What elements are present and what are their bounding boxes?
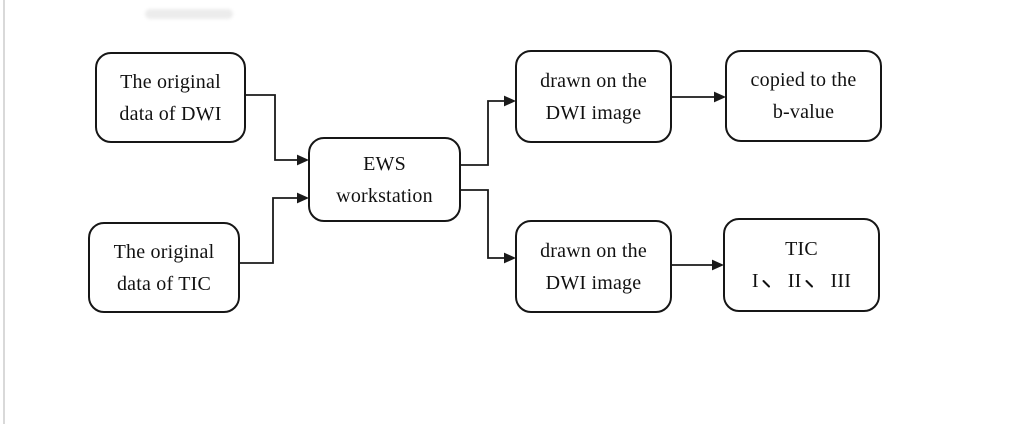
node-copied-to-b-value: copied to the b-value (725, 50, 882, 142)
ideographic-comma-icon (762, 280, 770, 288)
node-label-line: data of TIC (116, 272, 212, 295)
node-label-line: drawn on the (540, 239, 647, 262)
node-label-line: DWI image (545, 101, 642, 124)
node-label-line: I II III (752, 265, 851, 297)
node-label-line: TIC (785, 238, 818, 260)
node-drawn-on-dwi-top: drawn on the DWI image (515, 50, 672, 143)
node-ews-workstation: EWS workstation (308, 137, 461, 222)
node-tic-curves: TIC I II III (723, 218, 880, 312)
connector-ews-to-drawn-bottom (460, 189, 516, 264)
tic-type-3: III (831, 265, 852, 297)
node-label-line: DWI image (545, 271, 642, 294)
node-label-line: The original (120, 70, 221, 93)
connector-dwi-source-to-ews (246, 94, 309, 166)
page-edge-line (3, 0, 5, 424)
tic-type-1: I (752, 265, 771, 297)
ideographic-comma-icon (805, 280, 813, 288)
connector-drawn-top-to-b-value (671, 91, 726, 103)
roman-numeral: II (787, 270, 802, 292)
roman-numeral: I (751, 270, 759, 292)
connector-ews-to-drawn-top (460, 95, 516, 166)
node-label-line: data of DWI (119, 102, 222, 125)
connector-tic-source-to-ews (240, 192, 309, 264)
roman-numeral: III (830, 270, 852, 292)
node-label-line: b-value (772, 101, 835, 123)
scan-smudge (145, 9, 233, 19)
tic-type-2: II (788, 265, 814, 297)
node-tic-source: The original data of TIC (88, 222, 240, 313)
node-label-line: EWS (363, 152, 406, 175)
node-dwi-source: The original data of DWI (95, 52, 246, 143)
node-drawn-on-dwi-bottom: drawn on the DWI image (515, 220, 672, 313)
node-label-line: copied to the (750, 69, 857, 91)
connector-drawn-bottom-to-tic-curves (671, 259, 724, 271)
node-label-line: workstation (336, 184, 433, 207)
node-label-line: drawn on the (540, 69, 647, 92)
node-label-line: The original (113, 240, 215, 263)
